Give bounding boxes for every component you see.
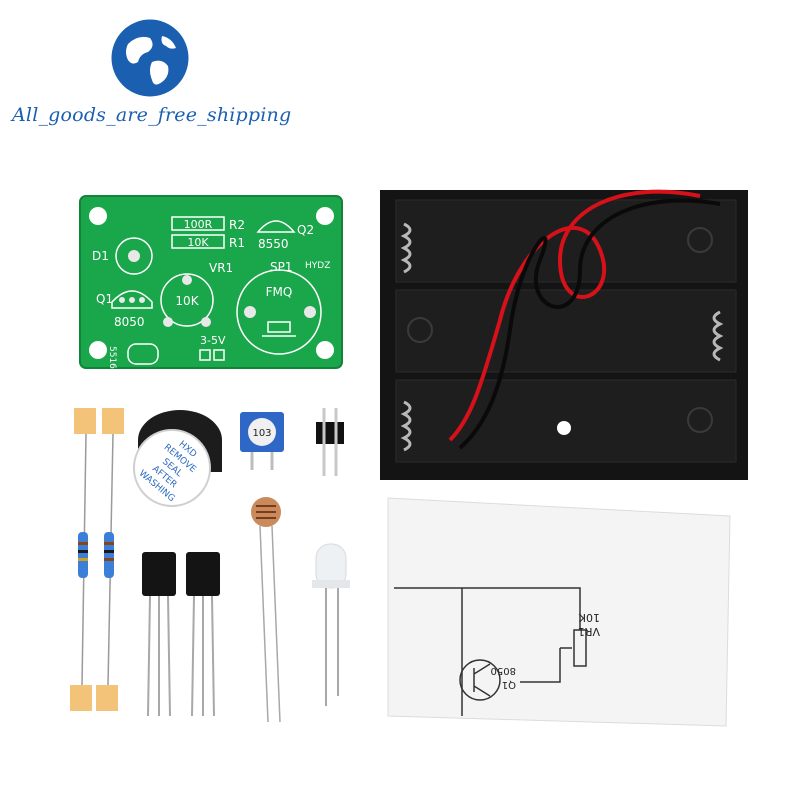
schematic-vr-value: 10K: [578, 611, 600, 624]
mount-hole: [316, 341, 334, 359]
photoresistor: [251, 497, 281, 723]
buzzer: HXD REMOVE SEAL AFTER WASHING: [133, 410, 222, 507]
pcb-sp1-part: FMQ: [266, 285, 293, 299]
pcb-r2-label: R2: [229, 218, 245, 232]
pcb-q1-part: 8050: [114, 315, 145, 329]
transistor: [186, 552, 220, 717]
pcb-vr1-value: 10K: [175, 294, 199, 308]
pcb-brand-label: HYDZ: [305, 261, 330, 271]
pcb-r1-label: R1: [229, 236, 245, 250]
schematic-q-part: 8050: [491, 665, 516, 676]
pcb-ldr-label: 5516: [107, 346, 117, 369]
battery-holder: [380, 189, 748, 480]
watermark-text: All_goods_are_free_shipping: [12, 104, 292, 126]
trimmer-potentiometer: 103: [240, 412, 284, 470]
pcb-r2-value: 100R: [184, 218, 213, 231]
pcb-d1-label: D1: [92, 249, 109, 263]
resistor: [96, 408, 124, 711]
pcb-q1-label: Q1: [96, 292, 113, 306]
mount-hole: [89, 207, 107, 225]
pcb-voltage-label: 3-5V: [200, 334, 226, 347]
led: [312, 543, 350, 706]
globe-logo-icon: [108, 16, 192, 100]
pin-header: [316, 408, 344, 476]
schematic-vr-label: VR1: [578, 625, 600, 638]
schematic-sheet: VR1 10K 8050 Q1: [387, 497, 731, 727]
resistor: [70, 408, 96, 711]
mount-hole: [316, 207, 334, 225]
pcb-vr1-label: VR1: [209, 261, 233, 275]
pcb-r1-value: 10K: [187, 236, 209, 249]
pcb-q2-part: 8550: [258, 237, 289, 251]
pcb-board: 100R R2 10K R1 8550 Q2 D1 VR1 10K SP1 HY…: [79, 195, 343, 369]
pcb-q2-label: Q2: [297, 223, 314, 237]
transistor: [142, 552, 176, 717]
trimmer-marking: 103: [252, 428, 271, 439]
mount-hole: [89, 341, 107, 359]
schematic-q-label: Q1: [502, 679, 516, 690]
